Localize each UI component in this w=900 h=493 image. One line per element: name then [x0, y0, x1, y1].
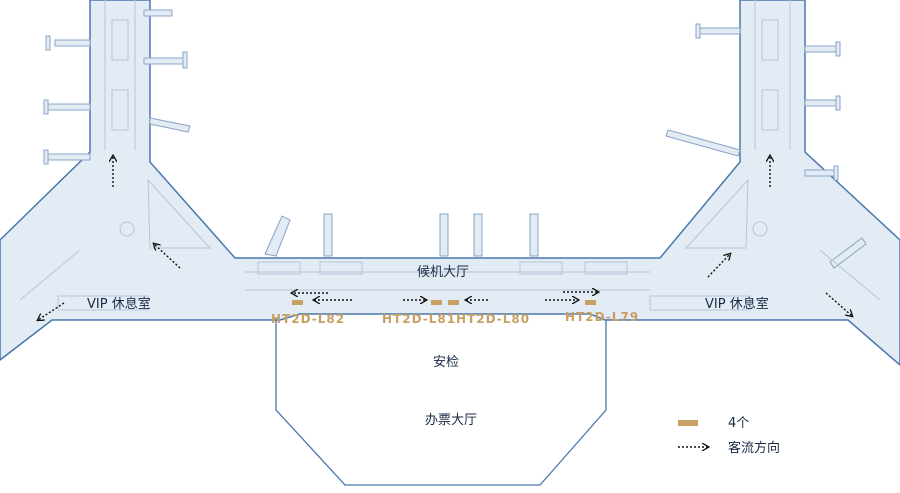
flow-arrow	[154, 244, 181, 269]
marker-l80	[448, 300, 459, 305]
legend-marker-swatch	[678, 420, 698, 426]
terminal-outline	[0, 0, 900, 366]
left-jet-bridges	[43, 9, 191, 165]
legend-marker-label: 4个	[728, 416, 749, 431]
landside-hall-outline	[275, 318, 607, 486]
marker-label-l80: HT2D-L80	[456, 312, 530, 326]
marker-l82	[292, 300, 303, 305]
central-piers	[264, 213, 539, 257]
waiting-hall-label: 候机大厅	[417, 265, 469, 280]
interior-details	[19, 0, 881, 311]
marker-l81	[431, 300, 442, 305]
security-label: 安检	[433, 355, 459, 370]
flow-arrow	[38, 302, 65, 320]
marker-l79	[585, 300, 596, 305]
legend-arrow-label: 客流方向	[728, 440, 780, 456]
marker-label-l82: HT2D-L82	[271, 312, 345, 326]
vip-lounge-right-label: VIP 休息室	[705, 296, 769, 312]
marker-label-l81: HT2D-L81	[382, 312, 456, 326]
right-jet-bridges	[665, 23, 867, 269]
flow-arrows	[38, 156, 852, 320]
marker-label-l79: HT2D-L79	[565, 310, 639, 324]
legend: 4个 客流方向	[678, 416, 780, 456]
flow-arrow	[825, 292, 852, 316]
flow-arrow	[707, 254, 730, 278]
vip-lounge-left-label: VIP 休息室	[87, 296, 151, 312]
ticket-hall-label: 办票大厅	[425, 413, 477, 428]
